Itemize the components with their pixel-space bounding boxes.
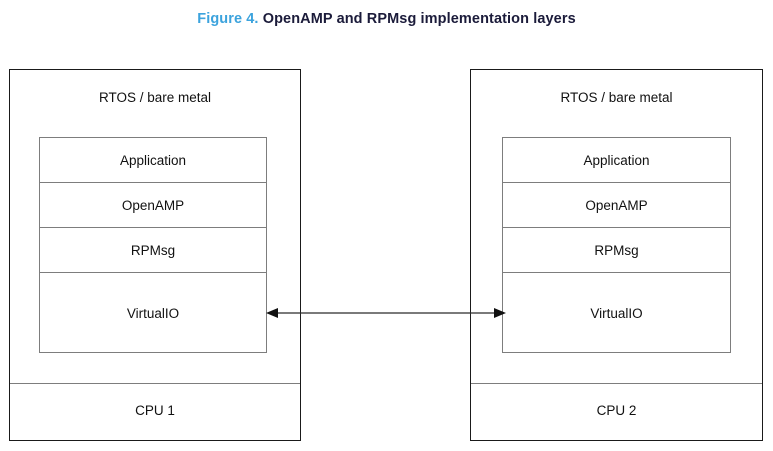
layer-row-rpmsg-right: RPMsg xyxy=(503,228,730,273)
figure-caption: Figure 4. OpenAMP and RPMsg implementati… xyxy=(0,11,773,27)
figure-number: Figure 4. xyxy=(197,11,259,27)
layer-row-application-right: Application xyxy=(503,138,730,183)
layer-row-application-left: Application xyxy=(40,138,266,183)
os-label-right: RTOS / bare metal xyxy=(560,90,673,105)
layer-row-openamp-left: OpenAMP xyxy=(40,183,266,228)
cpu-divider-left xyxy=(10,383,300,384)
cpu-panel-right: RTOS / bare metal Application OpenAMP RP… xyxy=(470,69,763,441)
cpu-panel-left: RTOS / bare metal Application OpenAMP RP… xyxy=(9,69,301,441)
layer-row-rpmsg-left: RPMsg xyxy=(40,228,266,273)
layer-stack-left: Application OpenAMP RPMsg VirtualIO xyxy=(39,137,267,353)
cpu-divider-right xyxy=(471,383,762,384)
figure-title: OpenAMP and RPMsg implementation layers xyxy=(262,11,576,27)
layer-row-virtualio-right: VirtualIO xyxy=(590,305,643,321)
cpu-label-left: CPU 1 xyxy=(135,403,175,418)
cpu-label-right: CPU 2 xyxy=(596,403,637,418)
layer-row-virtualio-left: VirtualIO xyxy=(126,305,180,321)
os-label-left: RTOS / bare metal xyxy=(98,90,212,105)
layer-row-openamp-right: OpenAMP xyxy=(503,183,730,228)
layer-stack-right: Application OpenAMP RPMsg VirtualIO xyxy=(502,137,731,353)
